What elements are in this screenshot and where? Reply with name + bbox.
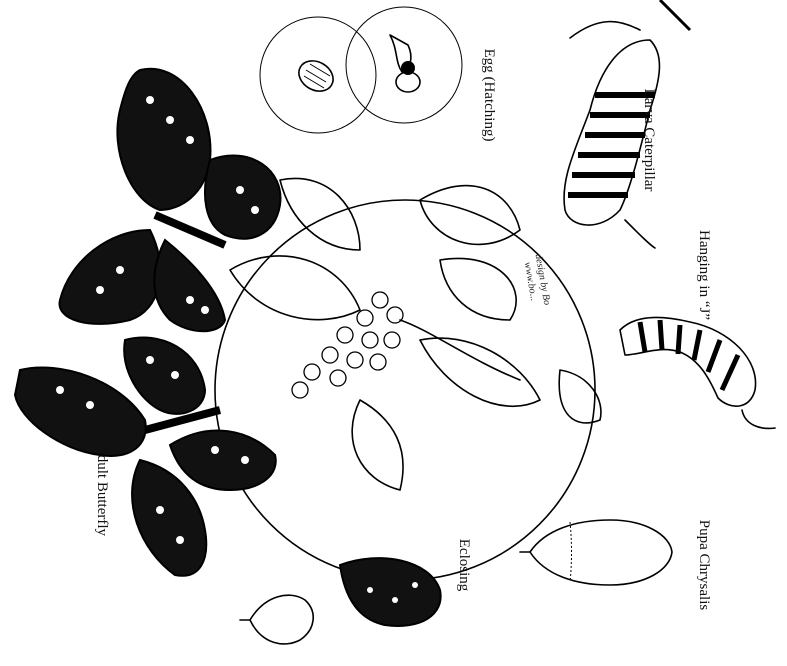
caterpillar-illustration (564, 0, 690, 248)
chrysalis-illustration (520, 520, 672, 585)
label-adult: Adult Butterfly (94, 444, 110, 537)
label-larva: Larva Caterpillar (641, 89, 657, 192)
label-pupa: Pupa Chrysalis (696, 520, 712, 611)
hanging-caterpillar-illustration (620, 317, 775, 428)
svg-text:Egg (Hatching): Egg (Hatching) (481, 49, 497, 142)
milkweed-illustration (230, 178, 601, 490)
label-egg-line: Egg (Hatching) (481, 49, 497, 142)
label-eclosing: Eclosing (456, 539, 472, 592)
butterfly-icon (15, 337, 276, 575)
label-hanging: Hanging in “J” (696, 230, 712, 320)
eclosing-illustration (240, 558, 441, 644)
egg-illustration (260, 7, 462, 133)
